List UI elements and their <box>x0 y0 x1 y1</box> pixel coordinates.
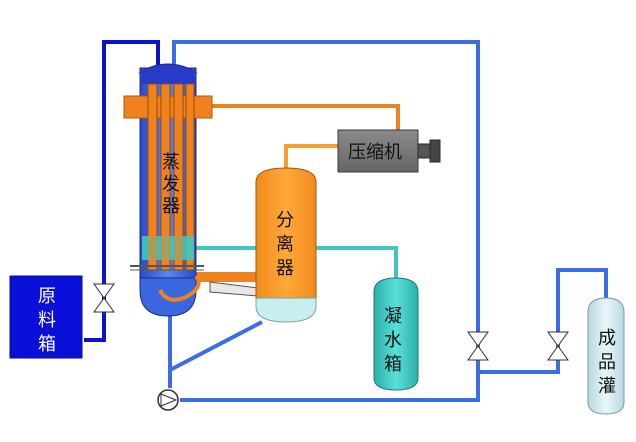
separator-label-2: 离 <box>276 234 294 255</box>
condensate-tank: 凝 水 箱 <box>373 277 419 391</box>
compressor: 压缩机 <box>337 129 441 173</box>
vapor-discharge-pipe <box>212 104 400 130</box>
liquid-transfer-pipe <box>188 272 258 282</box>
circulation-pump <box>157 389 179 411</box>
condensate-tank-label-1: 凝 <box>384 306 402 327</box>
evaporator: 蒸 发 器 <box>123 63 213 317</box>
raw-tank-label-1: 原 <box>38 286 56 307</box>
product-pipe <box>478 268 608 374</box>
evaporator-label-1: 蒸 <box>162 152 180 173</box>
return-loop-pipe <box>172 40 480 402</box>
product-tank: 成 品 灌 <box>587 297 625 415</box>
condensate-tank-label-3: 箱 <box>384 354 402 375</box>
evaporator-label-2: 发 <box>162 174 180 195</box>
separator-label-3: 器 <box>276 258 294 279</box>
feed-pipe <box>84 40 160 342</box>
separator: 分 离 器 <box>255 167 317 323</box>
product-tank-label-3: 灌 <box>598 376 616 397</box>
condensate-tank-label-2: 水 <box>384 330 402 351</box>
valve-product <box>547 331 569 361</box>
product-tank-label-2: 品 <box>598 352 616 373</box>
valve-feed <box>93 283 115 313</box>
vapor-suction-pipe <box>284 144 338 170</box>
condensate-pipe-b <box>314 246 398 280</box>
product-tank-label-1: 成 <box>598 328 616 349</box>
raw-material-tank: 原 料 箱 <box>9 275 83 359</box>
compressor-label: 压缩机 <box>348 142 402 163</box>
valve-return <box>467 331 489 361</box>
separator-label-1: 分 <box>276 210 294 231</box>
raw-tank-label-3: 箱 <box>38 334 56 355</box>
separator-to-pump-pipe <box>169 320 263 372</box>
evaporator-label-3: 器 <box>162 196 180 217</box>
raw-tank-label-2: 料 <box>38 310 56 331</box>
